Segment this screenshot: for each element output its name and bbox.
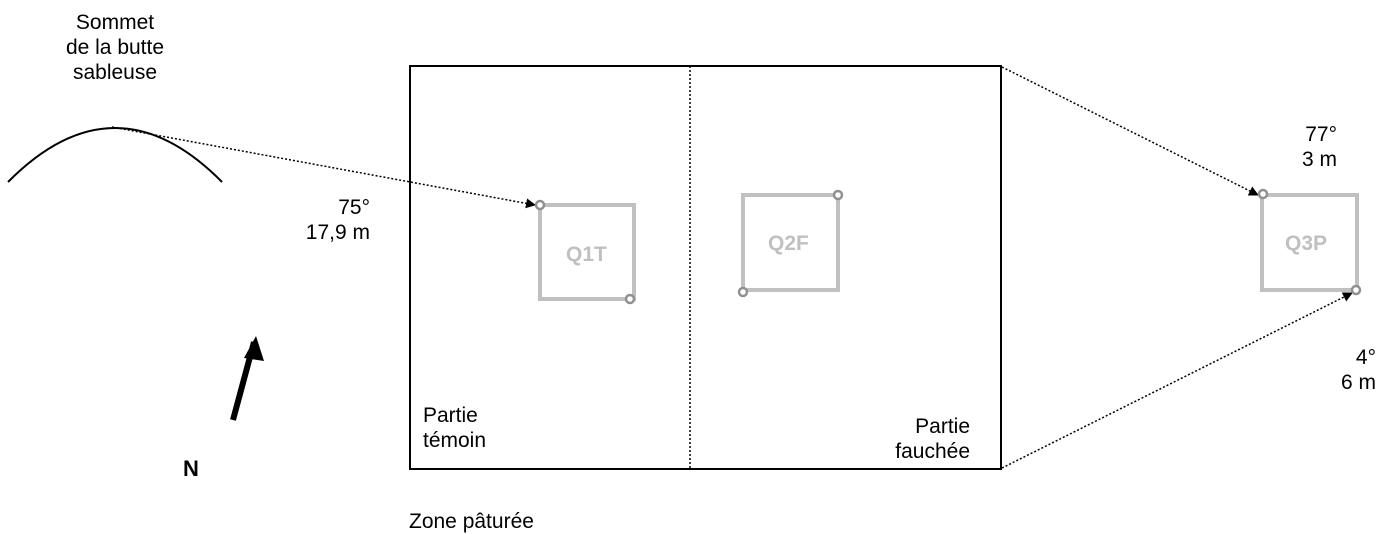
- zoom-line-bottom: [1001, 292, 1353, 469]
- marker-q3-top-left: [1257, 188, 1269, 200]
- q1-angle: 75°: [338, 196, 370, 219]
- quadrat-q3p-label: Q3P: [1285, 232, 1328, 255]
- quadrat-q3p: [1260, 193, 1359, 292]
- q3-top-distance: 3 m: [1301, 148, 1337, 171]
- q3-bottom-distance: 6 m: [1340, 371, 1376, 394]
- marker-q3-bottom-right: [1350, 284, 1362, 296]
- summit-label: Sommet de la butte sableuse: [65, 11, 165, 84]
- marker-q1-top-left: [534, 199, 546, 211]
- north-label: N: [183, 456, 199, 481]
- dune-summit-curve: [7, 127, 223, 183]
- marker-q2-bottom-left: [737, 286, 749, 298]
- marker-q1-bottom-right: [624, 293, 636, 305]
- zoom-line-top: [1001, 66, 1259, 196]
- q3-top-angle: 77°: [1305, 123, 1337, 146]
- summit-to-q1-line: [111, 126, 536, 209]
- quadrat-q2f: [741, 193, 840, 292]
- quadrat-q1t: [538, 203, 636, 301]
- zone-paturee-caption: Zone pâturée: [409, 510, 534, 533]
- partie-fauchee-label: Partie fauchée: [895, 415, 970, 463]
- q1-distance: 17,9 m: [305, 221, 370, 244]
- q3-bottom-angle: 4°: [1355, 346, 1376, 369]
- quadrat-q1t-label: Q1T: [566, 243, 607, 266]
- partie-temoin-label: Partie témoin: [423, 404, 487, 452]
- north-arrow-head: [244, 336, 264, 361]
- quadrat-q2f-label: Q2F: [768, 232, 809, 255]
- marker-q2-top-right: [832, 189, 844, 201]
- zone-paturee-rect: [409, 65, 1002, 470]
